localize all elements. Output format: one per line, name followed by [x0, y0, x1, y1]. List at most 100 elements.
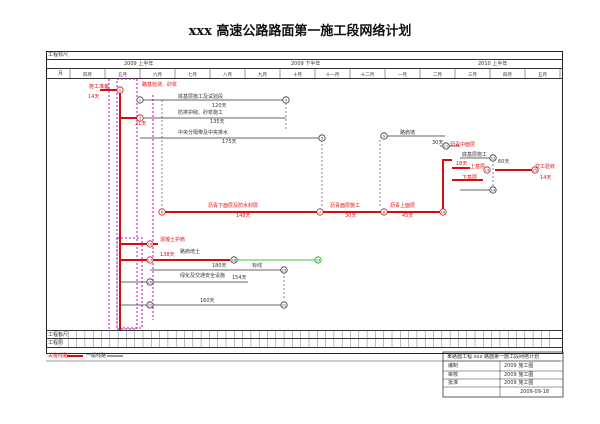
network-node: [146, 256, 154, 264]
network-node: [136, 114, 144, 122]
task-label: 交工验收: [535, 164, 556, 170]
network-node: [146, 278, 154, 286]
node-number: 6: [161, 211, 163, 215]
task-label: 标线: [252, 263, 263, 269]
network-node: [489, 154, 497, 162]
node-number: 8: [383, 211, 385, 215]
network-node: [442, 142, 450, 150]
node-number: 7: [319, 211, 321, 215]
month-label: 九月: [258, 71, 267, 78]
task-duration: 120天: [212, 103, 227, 109]
title-block-key: 批准: [448, 380, 459, 386]
network-node: [380, 132, 388, 140]
month-grid: 四月五月六月七月八月九月十月十一月十二月一月二月三月四月五月: [69, 69, 561, 79]
network-node: [531, 166, 539, 174]
node-number: 3: [139, 117, 141, 121]
title-block-value: 2009 施工图: [504, 363, 534, 369]
network-node: [158, 208, 166, 216]
network-frame: [46, 51, 563, 354]
year-label: 2010 上半年: [478, 61, 508, 67]
footer-ruler-row: 工程标尺: [46, 330, 563, 339]
month-label: 八月: [223, 72, 232, 78]
year-label: 2009 下半年: [291, 61, 321, 67]
month-label: 三月: [468, 72, 477, 78]
network-node: [280, 266, 288, 274]
task-label: 上基层: [470, 164, 486, 170]
node-number: 13: [485, 169, 489, 173]
critical-path: [100, 89, 535, 330]
task-label: 路基检测、砂浆: [142, 82, 178, 88]
task-label: 下基层: [462, 175, 478, 181]
magenta-box: [116, 78, 138, 330]
task-duration: 14天: [540, 175, 552, 181]
node-number: 19: [282, 269, 286, 273]
month-label: 五月: [118, 72, 127, 78]
task-label: 路肩墙: [400, 130, 416, 136]
task-duration: 14天: [88, 94, 100, 100]
network-node: [146, 240, 154, 248]
title-block-key: 审核: [448, 372, 459, 378]
task-duration: 138天: [160, 252, 175, 258]
month-label: 一月: [398, 72, 407, 78]
node-number: 11: [444, 145, 448, 149]
task-duration: 18天: [456, 161, 468, 167]
task-duration: 21天: [135, 121, 147, 127]
network-node: [282, 96, 290, 104]
task-duration: 30天: [432, 140, 444, 146]
task-label: 混凝土护肩: [160, 237, 186, 243]
network-node: [116, 86, 124, 94]
node-number: 16: [148, 243, 152, 247]
task-duration: 30天: [345, 213, 357, 219]
task-duration: 160天: [200, 298, 215, 304]
header-year-row: 2009 上半年 2009 下半年 2010 上半年: [46, 60, 563, 69]
header-ruler-row: 工程标尺: [46, 51, 563, 60]
task-label: 沥青下面层及防水封层: [208, 203, 259, 209]
network-node: [439, 208, 447, 216]
node-number: 5: [321, 137, 323, 141]
network-node: [380, 208, 388, 216]
node-number: 23: [316, 259, 320, 263]
network-node: [489, 186, 497, 194]
node-number: 22: [148, 304, 152, 308]
node-number: 2: [139, 99, 141, 103]
network-node: [318, 134, 326, 142]
task-duration: 154天: [232, 275, 247, 281]
month-label: 五月: [538, 72, 547, 78]
task-duration: 45天: [402, 213, 414, 219]
title-block: [442, 351, 564, 398]
header-ruler-label: 工程标尺: [48, 52, 69, 58]
task-label: 中央分隔带及中央排水: [178, 130, 229, 136]
task-duration: 175天: [222, 139, 237, 145]
network-node: [280, 301, 288, 309]
month-label: 四月: [83, 72, 92, 78]
month-label: 十月: [293, 71, 302, 78]
node-number: 14: [491, 189, 496, 193]
footer-week-label: 工程周: [48, 340, 64, 346]
network-node: [316, 208, 324, 216]
network-node: [483, 166, 491, 174]
node-number: 1: [119, 89, 121, 93]
network-node: [136, 96, 144, 104]
task-duration: 180天: [212, 263, 227, 269]
month-label: 七月: [188, 71, 197, 78]
title-block-key: 编制: [448, 363, 459, 369]
legend-normal-label: 一般线路: [86, 353, 107, 359]
node-number: 20: [148, 281, 152, 285]
footer-ruler-label: 工程标尺: [48, 332, 69, 338]
task-label: 路肩培土: [180, 249, 201, 255]
task-duration: 60天: [498, 159, 510, 165]
node-number: 4: [285, 99, 288, 103]
month-label: 十二月: [361, 71, 375, 78]
task-duration: 148天: [236, 213, 251, 219]
month-label: 四月: [503, 72, 512, 78]
node-number: 21: [282, 304, 286, 308]
footer-ticks: [59, 330, 550, 348]
month-label: 六月: [153, 71, 162, 78]
header-month-row: 月: [46, 69, 563, 79]
legend-critical-label: 关键线路: [48, 353, 69, 359]
task-label: 底基层施工及试验段: [178, 94, 224, 100]
task-label: 绿化及交通安全设施: [180, 273, 226, 279]
title-block-header: 某路面工程 xxx 路面第一施工段网络计划: [447, 354, 540, 360]
